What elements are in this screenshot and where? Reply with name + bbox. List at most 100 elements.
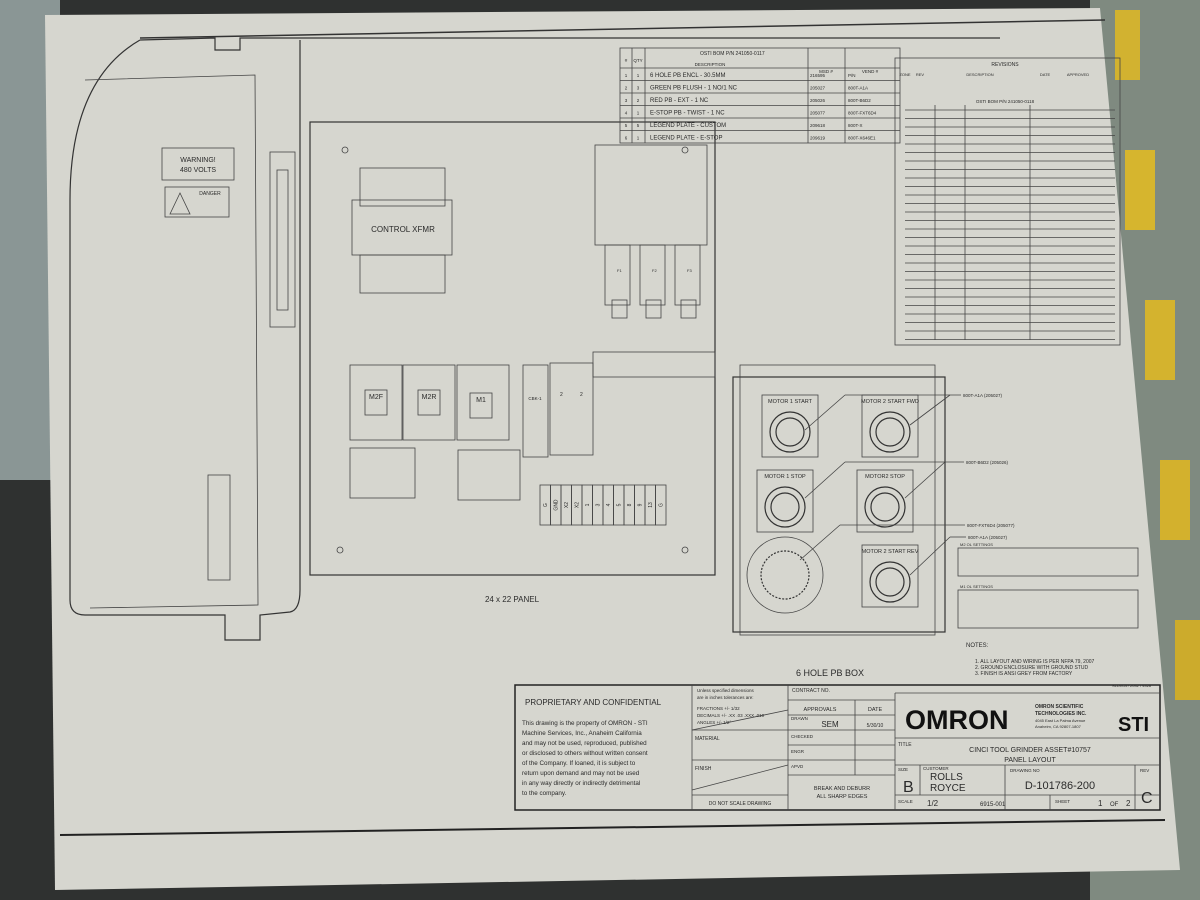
proprietary-heading: PROPRIETARY AND CONFIDENTIAL [525, 698, 662, 707]
tolerance-line: ANGLES +/- 1/2° [697, 720, 731, 725]
sheet-label: SHEET [1055, 799, 1070, 804]
proprietary-line: of the Company. If loaned, it is subject… [522, 760, 636, 767]
pushbutton-label: MOTOR2 STOP [865, 474, 905, 480]
bom-cell: 4 [625, 111, 628, 116]
revisions-header: DATE [1040, 72, 1051, 77]
terminal-label: 13 [648, 502, 654, 508]
material-label: MATERIAL [695, 736, 720, 742]
tolerance-line: DECIMALS +/- .XX .03 .XXX .010 [697, 713, 765, 718]
bom-cell: 6 [625, 136, 628, 141]
contactor-label: M2F [369, 394, 383, 401]
contactor-label: M2R [422, 394, 437, 401]
note-item: 3. FINISH IS ANSI GREY FROM FACTORY [975, 671, 1073, 677]
back-panel: CONTROL XFMR F1 F2 F3 M2F M2R M1 CBK-1 2… [309, 121, 716, 604]
tolerance-line: Unless specified dimensions [697, 688, 755, 693]
break-edges: BREAK AND DEBURR [814, 786, 870, 792]
fuse-label: F3 [687, 268, 692, 273]
drawn-label: DRAWN [791, 716, 808, 721]
pushbutton-label: MOTOR 2 START FWD [861, 399, 919, 405]
drawing-no: D-101786-200 [1025, 780, 1095, 792]
proprietary-line: This drawing is the property of OMRON - … [522, 720, 648, 727]
legend-plate [861, 544, 919, 608]
estop-collar [746, 536, 824, 614]
bom-cell: 3 [637, 86, 640, 91]
revisions-header: APPROVED [1067, 72, 1089, 77]
note-item: 2. GROUND ENCLOSURE WITH GROUND STUD [975, 665, 1088, 671]
enclosure-door: WARNING! 480 VOLTS DANGER [69, 37, 1000, 641]
finish-label: FINISH [695, 766, 712, 772]
bom-header: VEND # [862, 69, 879, 74]
bom-cell: 1 [637, 136, 640, 141]
apvd-label: APVD [791, 764, 804, 769]
approvals-label: APPROVALS [804, 707, 837, 713]
terminal-label: X2 [575, 502, 581, 508]
table-title: M2 OL SETTINGS [960, 542, 993, 547]
bom-cell: GREEN PB FLUSH - 1 NO/1 NC [650, 86, 738, 92]
bom-cell: 800T-B6D2 [848, 98, 871, 103]
bom-cell: 2 [625, 86, 628, 91]
rev-value: C [1141, 790, 1153, 807]
bom-cell: RED PB - EXT - 1 NC [650, 98, 709, 104]
customer-value: ROLLS [930, 772, 963, 783]
fuse-block: F1 F2 F3 [594, 144, 708, 319]
terminal-label: G [543, 503, 549, 507]
bom-header: MSD # [819, 69, 833, 74]
fuse-label: 2 [560, 392, 563, 398]
rev-label: REV [1140, 768, 1149, 773]
proprietary-line: to the company. [522, 790, 567, 797]
of-label: OF [1110, 802, 1119, 808]
terminal [655, 484, 667, 526]
bom-cell: 216595 [810, 73, 826, 78]
revisions-header: ZONE [899, 72, 910, 77]
warning-label-line1: WARNING! [180, 157, 216, 164]
bom-cell: 1 [637, 73, 640, 78]
circuit-breaker: CBK-1 2 2 [522, 362, 594, 458]
bom-cell: P/N [848, 73, 856, 78]
terminal-label: 4 [606, 503, 612, 506]
border-line [59, 819, 1166, 836]
omron-logo: OMRON [905, 705, 1009, 735]
bom-cell: LEGEND PLATE - CUSTOM [650, 123, 726, 129]
company-name: OMRON SCIENTIFIC [1035, 704, 1084, 710]
drawing-title: CINCI TOOL GRINDER ASSET#10757 [969, 747, 1091, 754]
job-no: 6915-001 [980, 802, 1006, 808]
bom-cell: 2 [637, 98, 640, 103]
bom-cell: 5 [625, 123, 628, 128]
company-address: 4045 East La Palma Avenue [1035, 718, 1086, 723]
legend-plate [856, 469, 914, 533]
terminal-label: 5 [617, 503, 623, 506]
revisions-bom-title: OSTI BOM P/N 241050-0118 [976, 99, 1035, 104]
revisions-header: REV [916, 72, 925, 77]
border-line-top [139, 19, 1106, 39]
part-callout: 800T-B6D2 (205026) [966, 460, 1009, 465]
danger-label: DANGER [199, 191, 221, 197]
company-name: TECHNOLOGIES INC. [1035, 711, 1087, 717]
date-label: DATE [868, 707, 883, 713]
contactor-label: M1 [476, 397, 486, 404]
tolerance-line: FRACTIONS +/- 1/32 [697, 706, 740, 711]
title-label: TITLE [898, 742, 912, 748]
note-item: 1. ALL LAYOUT AND WIRING IS PER NFPA 79,… [975, 659, 1095, 665]
bom-cell: 209618 [810, 123, 826, 128]
bom-cell: 205026 [810, 98, 826, 103]
proprietary-line: or disclosed to others without written c… [522, 750, 648, 757]
part-callout: 800T-A1A (205027) [968, 535, 1008, 540]
proprietary-line: return upon demand and may not be used [522, 770, 640, 777]
scale-label: SCALE [898, 799, 913, 804]
terminal-label: GND [554, 499, 560, 511]
pushbutton [869, 411, 911, 453]
hazard-triangle-icon [169, 192, 191, 215]
fuse-label: F2 [652, 268, 657, 273]
contract-no-label: CONTRACT NO. [792, 688, 830, 694]
scale-value: 1/2 [927, 799, 939, 808]
notes-title: NOTES: [966, 643, 989, 649]
ol-table [957, 547, 1139, 577]
bom-cell: LEGEND PLATE - E-STOP [650, 136, 722, 142]
panel-caption: 24 x 22 PANEL [485, 595, 540, 604]
part-callout: 800T-FXT6D4 (205077) [967, 523, 1015, 528]
pushbutton [869, 561, 911, 603]
terminal-label: G [659, 503, 665, 507]
estop-button [760, 550, 810, 600]
sheet-total: 2 [1126, 799, 1131, 808]
